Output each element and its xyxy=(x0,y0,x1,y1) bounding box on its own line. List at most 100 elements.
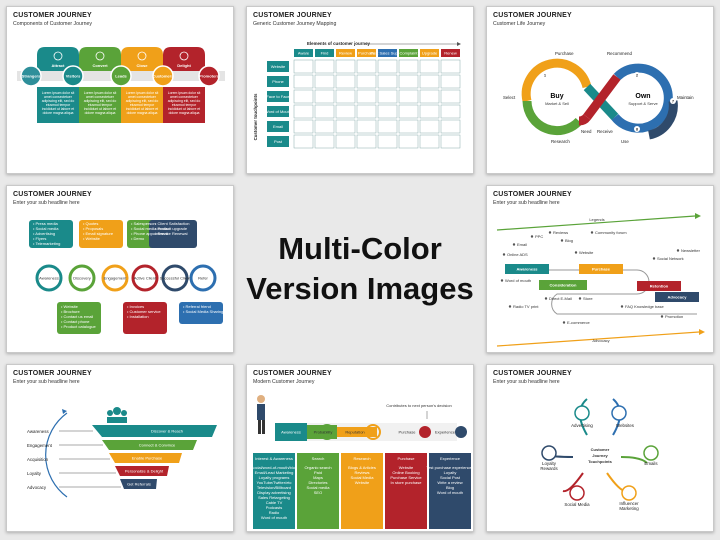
svg-text:Awareness: Awareness xyxy=(27,429,49,434)
svg-text:Elements of customer journey: Elements of customer journey xyxy=(307,41,371,46)
box-item: • Press media xyxy=(33,221,59,226)
grid-cell xyxy=(293,134,314,149)
grid-cell xyxy=(440,119,461,134)
column-item: Email/Lead Marketing xyxy=(255,470,294,475)
grid-cell xyxy=(398,59,419,74)
column-item: Loyalty xyxy=(444,470,457,475)
advertising-icon xyxy=(574,405,590,421)
slide-stages[interactable]: CUSTOMER JOURNEY Enter your sub headline… xyxy=(6,185,234,353)
grid-cell xyxy=(419,59,440,74)
slide-title: CUSTOMER JOURNEY xyxy=(13,191,92,198)
slide-subtitle: Modern Customer Journey xyxy=(253,379,315,385)
svg-text:1: 1 xyxy=(544,73,547,78)
svg-text:Customer: Customer xyxy=(591,447,610,452)
slide-funnel[interactable]: CUSTOMER JOURNEY Enter your sub headline… xyxy=(6,364,234,532)
grid-cell xyxy=(398,134,419,149)
grid-cell xyxy=(356,134,377,149)
slide-components[interactable]: CUSTOMER JOURNEY Components of Customer … xyxy=(6,6,234,174)
svg-text:7: 7 xyxy=(672,99,675,104)
svg-text:Market & Sell: Market & Sell xyxy=(545,101,569,106)
grid-cell xyxy=(293,119,314,134)
svg-text:Emails: Emails xyxy=(644,461,658,466)
row-header: Face to Face xyxy=(266,91,290,102)
row-header: Word of Mouth xyxy=(265,106,291,117)
slide-modern-journey[interactable]: CUSTOMER JOURNEY Modern Customer Journey… xyxy=(246,364,474,532)
stage-label: Delight xyxy=(177,63,191,68)
slide-title: CUSTOMER JOURNEY xyxy=(253,12,332,19)
svg-text:Enable Purchase: Enable Purchase xyxy=(132,456,163,461)
svg-text:Post Sales Support: Post Sales Support xyxy=(370,51,405,56)
svg-text:Leads: Leads xyxy=(115,74,127,79)
slide-touchpoints-road[interactable]: CUSTOMER JOURNEY Enter your sub headline… xyxy=(486,185,714,353)
box-item: • Flyers xyxy=(33,236,46,241)
box-item: • Client Satisfaction xyxy=(155,221,190,226)
components-diagram: Attract Convert Close Delight Strangers … xyxy=(17,47,225,123)
svg-text:Strangers: Strangers xyxy=(22,74,41,79)
grid-cell xyxy=(314,134,335,149)
svg-text:Customers: Customers xyxy=(153,74,175,79)
box-item: • Contact us email xyxy=(61,314,93,319)
touchpoint-dot xyxy=(590,231,594,234)
box-text: Lorem Ipsum dolor sit amet consectetuer … xyxy=(167,91,201,115)
column-item: Website xyxy=(399,465,414,470)
grid-cell xyxy=(335,104,356,119)
svg-text:Face to Face: Face to Face xyxy=(266,94,290,99)
touchpoint-dot xyxy=(660,315,664,318)
column-title: Search xyxy=(312,456,325,461)
box-item: • Salesperson xyxy=(131,221,156,226)
svg-text:Find: Find xyxy=(321,51,329,56)
svg-text:Consideration: Consideration xyxy=(550,283,577,288)
grid-cell xyxy=(440,104,461,119)
svg-text:Customer touchpoints: Customer touchpoints xyxy=(253,93,258,140)
touchpoint-label: Radio TV print xyxy=(513,304,539,309)
grid-cell xyxy=(377,89,398,104)
grid-cell xyxy=(356,59,377,74)
grid-cell xyxy=(335,59,356,74)
box-item: • Proposals xyxy=(83,226,103,231)
column-header: Renew xyxy=(441,49,460,57)
close-icon xyxy=(137,51,147,61)
column-header: Complaint xyxy=(399,49,418,57)
svg-text:Promoters: Promoters xyxy=(199,74,220,79)
svg-text:Purchase: Purchase xyxy=(399,430,417,435)
mapping-grid: Elements of customer journey Aware Find Re… xyxy=(253,41,461,149)
touchpoint-label: Direct E-Mail xyxy=(549,296,572,301)
svg-text:Purchase: Purchase xyxy=(358,51,376,56)
svg-text:Awareness: Awareness xyxy=(516,267,538,272)
slide-touchpoints-circle[interactable]: CUSTOMER JOURNEY Enter your sub headline… xyxy=(486,364,714,532)
column-item: Reviews xyxy=(354,470,369,475)
websites-icon xyxy=(611,405,627,421)
column-item: Paid xyxy=(314,470,322,475)
column-item: YouTube/Twitter/etc xyxy=(256,480,291,485)
svg-text:Aware: Aware xyxy=(298,51,310,56)
grid-cell xyxy=(398,74,419,89)
column-item: Word of mouth xyxy=(437,490,463,495)
svg-text:Connect & Convince: Connect & Convince xyxy=(139,443,176,448)
grid-cell xyxy=(377,74,398,89)
grid-cell xyxy=(377,134,398,149)
column-item: Social media xyxy=(307,485,331,490)
grid-cell xyxy=(377,104,398,119)
slide-mapping[interactable]: CUSTOMER JOURNEY Generic Customer Journe… xyxy=(246,6,474,174)
column-item: Social Post xyxy=(440,475,461,480)
svg-text:Experience: Experience xyxy=(435,430,456,435)
svg-text:Buy: Buy xyxy=(550,93,563,100)
grid-cell xyxy=(398,104,419,119)
slide-life-journey[interactable]: CUSTOMER JOURNEY Customer Life Journey 1… xyxy=(486,6,714,174)
svg-text:Advocacy: Advocacy xyxy=(592,338,609,343)
svg-text:Review: Review xyxy=(339,51,352,56)
touchpoint-label: Reviews xyxy=(553,230,568,235)
grid-cell xyxy=(377,59,398,74)
svg-text:Get Referrals: Get Referrals xyxy=(127,482,151,487)
people-icon xyxy=(113,407,121,415)
grid-cell xyxy=(440,74,461,89)
grid-cell xyxy=(419,89,440,104)
grid-cell xyxy=(440,89,461,104)
grid-cell xyxy=(419,134,440,149)
box-item: • Website xyxy=(83,236,101,241)
box-item: • Social media contact xyxy=(131,226,171,231)
slide-title: CUSTOMER JOURNEY xyxy=(13,370,92,377)
touchpoint-wheel: Customer Journey Touchpoints Advertising… xyxy=(540,398,659,511)
svg-text:Own: Own xyxy=(635,93,650,100)
svg-text:8: 8 xyxy=(636,127,639,132)
